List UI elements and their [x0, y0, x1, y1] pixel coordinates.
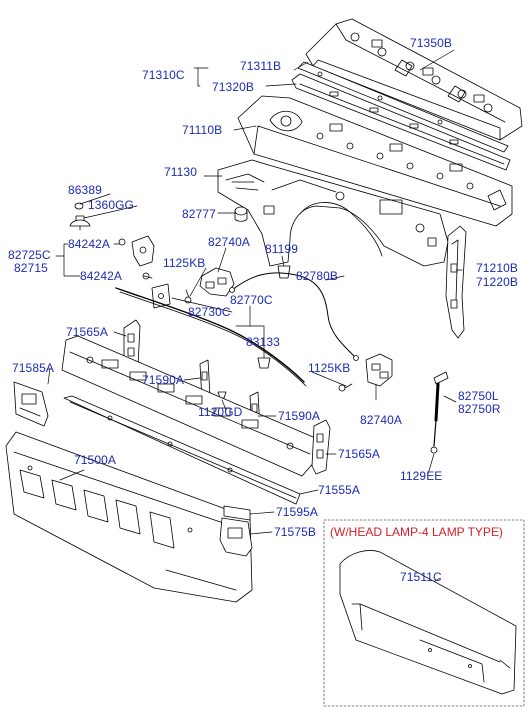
label-82780b: 82780B — [296, 269, 338, 283]
label-81199: 81199 — [265, 242, 298, 256]
label-71575b: 71575B — [274, 525, 316, 539]
label-71110b: 71110B — [182, 123, 223, 137]
part-82750l-lift-cylinder — [430, 371, 449, 454]
leader-lines — [47, 49, 463, 597]
part-71511c-alt-panel — [339, 550, 517, 695]
part-71575b-bracket — [219, 517, 253, 557]
part-71565a-bracket-bottom — [311, 419, 331, 475]
label-86389: 86389 — [68, 183, 102, 197]
part-71595a-bracket — [223, 505, 251, 521]
label-71350b: 71350B — [410, 36, 452, 50]
label-71565a-bottom: 71565A — [338, 447, 380, 461]
label-82750r: 82750R — [458, 402, 501, 416]
label-71210b: 71210B — [476, 261, 518, 275]
option-box-border — [323, 519, 525, 707]
label-1125kb-right: 1125KB — [308, 361, 351, 375]
part-82770c-seal — [115, 287, 307, 387]
label-84242a-top: 84242A — [68, 237, 110, 251]
label-71590a-right: 71590A — [278, 409, 320, 423]
label-82740a-bottom: 82740A — [360, 413, 402, 427]
label-71555a: 71555A — [318, 483, 360, 497]
part-71210b-pillar — [445, 225, 467, 339]
label-71565a-top: 71565A — [66, 325, 108, 339]
label-71220b: 71220B — [476, 275, 518, 289]
label-82750l: 82750L — [458, 389, 499, 403]
part-82725c-striker — [118, 235, 155, 280]
label-83133: 83133 — [246, 335, 280, 349]
label-1360gg: 1360GG — [88, 198, 134, 212]
label-71130: 71130 — [164, 165, 197, 179]
part-81199-clip — [277, 265, 291, 279]
label-1129ee: 1129EE — [400, 469, 443, 483]
label-82740a-top: 82740A — [208, 235, 250, 249]
option-box-title: (W/HEAD LAMP-4 LAMP TYPE) — [330, 525, 503, 539]
part-crossmember-upper — [61, 335, 321, 477]
label-82730c: 82730C — [188, 305, 231, 319]
label-82715: 82715 — [14, 261, 48, 275]
part-82780b-cable — [229, 272, 359, 361]
label-71310c: 71310C — [142, 68, 185, 82]
label-82725c: 82725C — [8, 248, 51, 262]
label-1125kb-left: 1125KB — [163, 256, 206, 270]
label-71595a: 71595A — [276, 505, 318, 519]
part-82777-grommet — [234, 206, 248, 222]
part-71585a-lamp-bracket — [13, 381, 49, 427]
part-71350b-roof-rail — [305, 18, 523, 141]
part-71130-inner-panel — [217, 159, 449, 267]
label-1120gd: 1120GD — [198, 405, 243, 419]
label-71500a: 71500A — [74, 453, 116, 467]
part-82740a-hinge-bottom — [338, 353, 393, 392]
part-82740a-hinge-top — [184, 267, 235, 304]
part-71311b-rail — [297, 61, 509, 153]
label-82770c: 82770C — [230, 293, 273, 307]
label-71585a: 71585A — [12, 361, 54, 375]
label-71511c: 71511C — [400, 570, 442, 584]
part-71320b-rail — [291, 73, 511, 171]
part-83133-clip — [257, 357, 271, 369]
label-82777: 82777 — [182, 207, 216, 221]
label-71320b: 71320B — [212, 80, 254, 94]
label-84242a-bottom: 84242A — [80, 269, 122, 283]
part-71500a-front-panel — [5, 431, 253, 603]
label-71590a-left: 71590A — [142, 373, 184, 387]
label-71311b: 71311B — [240, 59, 282, 73]
part-1360gg-clip — [69, 219, 91, 227]
part-71110b-back-panel — [237, 95, 513, 227]
